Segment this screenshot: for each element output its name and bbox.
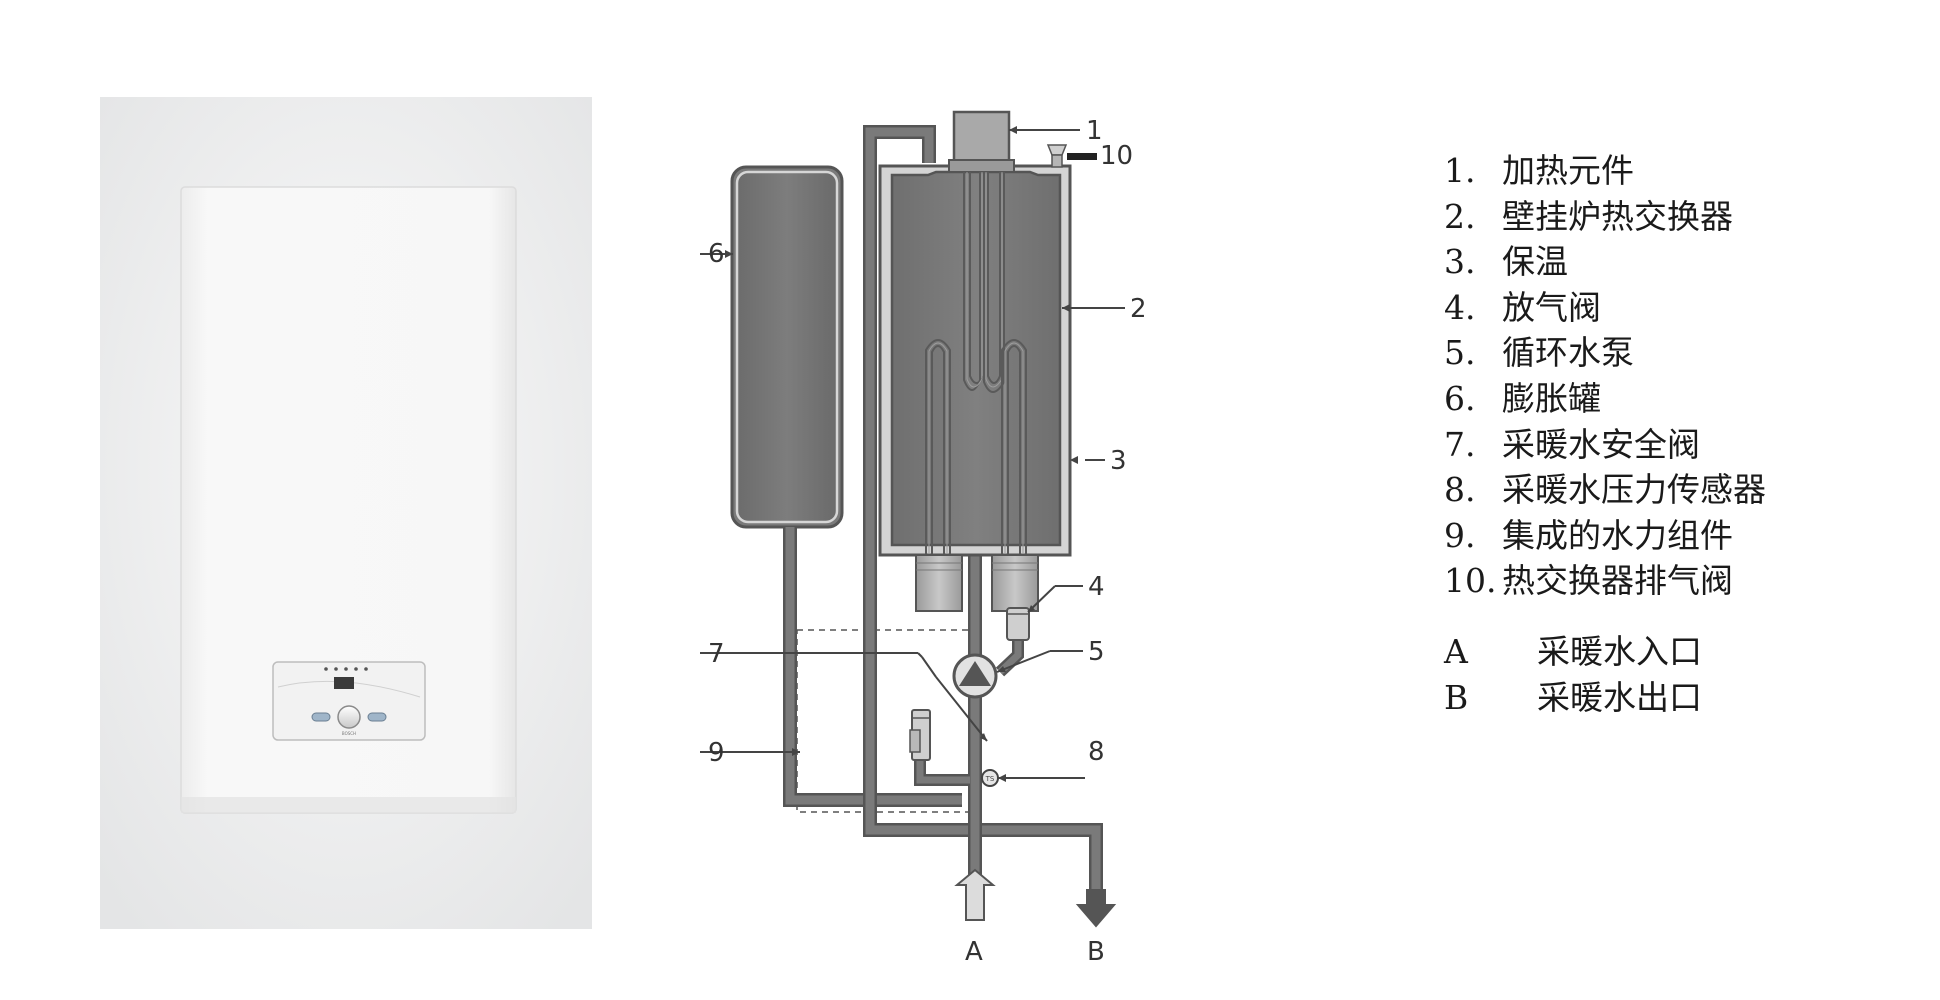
- callout-8: 8: [1088, 737, 1105, 767]
- circulation-pump: [952, 653, 998, 699]
- heat-exchanger: [890, 170, 1062, 547]
- brand-mark: BOSCH: [342, 731, 356, 736]
- legend-item: 10.热交换器排气阀: [1444, 561, 1733, 601]
- expansion-tank: [730, 165, 844, 529]
- port-label-a: A: [965, 937, 983, 967]
- inlet-arrow-a: [954, 868, 996, 921]
- heating-element-sleeve-left: [915, 554, 963, 612]
- minus-button[interactable]: [311, 712, 331, 722]
- display-screen: [334, 677, 354, 689]
- boiler-control-panel: BOSCH: [272, 661, 426, 741]
- port-label-b: B: [1087, 937, 1105, 967]
- legend-item: 2.壁挂炉热交换器: [1444, 196, 1733, 236]
- legend-item: 1.加热元件: [1444, 151, 1634, 190]
- callout-6: 6: [708, 239, 725, 269]
- legend-item: 5.循环水泵: [1444, 333, 1634, 373]
- svg-text:TS: TS: [985, 775, 995, 783]
- control-knob[interactable]: [337, 705, 361, 729]
- callout-5: 5: [1088, 637, 1105, 667]
- legend-item: 9.集成的水力组件: [1444, 515, 1733, 555]
- callout-9: 9: [708, 738, 725, 768]
- legend-item: 6.膨胀罐: [1444, 378, 1601, 418]
- boiler-product-photo: BOSCH: [100, 97, 592, 929]
- legend-item: 3.保温: [1444, 242, 1568, 282]
- air-vent-valve: [1006, 607, 1030, 641]
- heating-element-assembly: [915, 110, 1039, 612]
- component-legend: 1.加热元件 2.壁挂炉热交换器 3.保温 4.放气阀 5.循环水泵 6.膨胀罐…: [1444, 148, 1766, 720]
- callout-4: 4: [1088, 572, 1105, 602]
- callout-1: 1: [1086, 116, 1103, 146]
- outlet-arrow-b: [1075, 889, 1117, 928]
- hydraulic-schematic: TS 1 10 2 3 4 5 8 6 7 9: [700, 110, 1147, 967]
- callout-7: 7: [708, 639, 725, 669]
- safety-valve: [909, 709, 931, 761]
- hx-vent-valve: [1046, 144, 1097, 168]
- callout-10: 10: [1100, 141, 1133, 171]
- legend-item: 7.采暖水安全阀: [1444, 424, 1700, 464]
- pipe-network: [783, 125, 1103, 900]
- heating-element-head: [952, 110, 1011, 164]
- legend-item: 8.采暖水压力传感器: [1444, 470, 1766, 510]
- callout-labels: 1 10 2 3 4 5 8 6 7 9: [708, 116, 1147, 768]
- callout-3: 3: [1110, 446, 1127, 476]
- pressure-sensor: TS: [981, 769, 999, 787]
- legend-item: 4.放气阀: [1444, 287, 1601, 327]
- plus-button[interactable]: [367, 712, 387, 722]
- callout-2: 2: [1130, 294, 1147, 324]
